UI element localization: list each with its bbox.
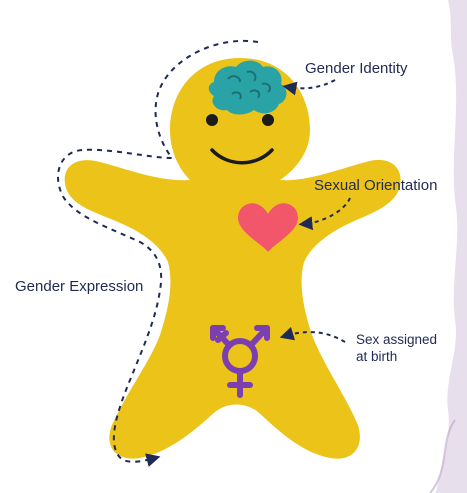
- left-eye: [206, 114, 218, 126]
- gingerbread-body: [65, 58, 401, 459]
- right-eye: [262, 114, 274, 126]
- sexual-orientation-label: Sexual Orientation: [314, 177, 437, 196]
- sex-assigned-label: Sex assigned at birth: [356, 332, 456, 366]
- sex-assigned-line-2: at birth: [356, 349, 456, 366]
- gender-identity-label: Gender Identity: [305, 60, 408, 79]
- sex-assigned-line-1: Sex assigned: [356, 332, 456, 349]
- gender-expression-label: Gender Expression: [15, 278, 143, 297]
- backdrop-decoration: [436, 0, 467, 493]
